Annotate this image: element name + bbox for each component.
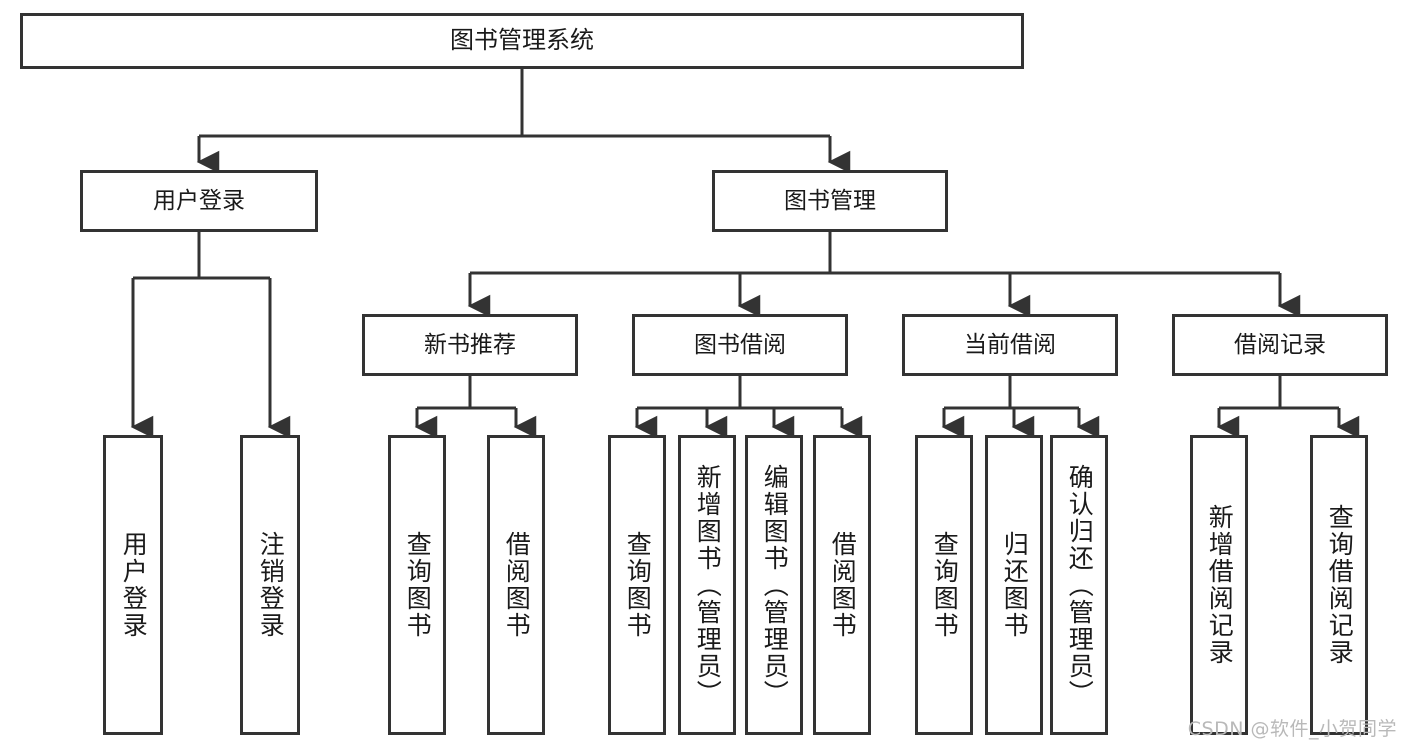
leaf-edit-book-admin[interactable]: 编辑图书（管理员）	[745, 435, 803, 735]
leaf-user-login[interactable]: 用户登录	[103, 435, 163, 735]
node-label: 借阅图书	[502, 531, 532, 639]
node-label: 新增借阅记录	[1205, 504, 1235, 666]
node-label: 图书管理	[784, 187, 876, 214]
node-label: 归还图书	[1000, 531, 1030, 639]
node-label: 注销登录	[256, 531, 286, 639]
watermark: CSDN @软件_小贺同学	[1187, 718, 1397, 740]
leaf-borrow-book-newbook[interactable]: 借阅图书	[487, 435, 545, 735]
node-label: 借阅记录	[1234, 331, 1326, 358]
node-label: 当前借阅	[964, 331, 1056, 358]
leaf-borrow-book[interactable]: 借阅图书	[813, 435, 871, 735]
node-label: 查询借阅记录	[1325, 504, 1355, 666]
node-root-book-management-system[interactable]: 图书管理系统	[20, 13, 1024, 69]
leaf-add-borrow-record[interactable]: 新增借阅记录	[1190, 435, 1248, 735]
leaf-confirm-return-admin[interactable]: 确认归还（管理员）	[1050, 435, 1108, 735]
node-book-borrow[interactable]: 图书借阅	[632, 314, 848, 376]
leaf-return-book[interactable]: 归还图书	[985, 435, 1043, 735]
node-borrow-record[interactable]: 借阅记录	[1172, 314, 1388, 376]
node-label: 确认归还（管理员）	[1065, 463, 1095, 707]
node-label: 新书推荐	[424, 331, 516, 358]
node-label: 用户登录	[119, 531, 149, 639]
node-label: 查询图书	[930, 531, 960, 639]
node-label: 图书管理系统	[450, 26, 594, 55]
node-current-borrow[interactable]: 当前借阅	[902, 314, 1118, 376]
leaf-query-book-borrow[interactable]: 查询图书	[608, 435, 666, 735]
leaf-query-book-current[interactable]: 查询图书	[915, 435, 973, 735]
leaf-logout[interactable]: 注销登录	[240, 435, 300, 735]
node-new-book-recommend[interactable]: 新书推荐	[362, 314, 578, 376]
node-label: 图书借阅	[694, 331, 786, 358]
node-book-management[interactable]: 图书管理	[712, 170, 948, 232]
node-label: 编辑图书（管理员）	[760, 463, 790, 707]
leaf-query-borrow-record[interactable]: 查询借阅记录	[1310, 435, 1368, 735]
node-label: 查询图书	[403, 531, 433, 639]
leaf-query-book-newbook[interactable]: 查询图书	[388, 435, 446, 735]
node-label: 借阅图书	[828, 531, 858, 639]
node-label: 查询图书	[623, 531, 653, 639]
node-label: 新增图书（管理员）	[693, 463, 723, 707]
node-label: 用户登录	[153, 187, 245, 214]
leaf-add-book-admin[interactable]: 新增图书（管理员）	[678, 435, 736, 735]
node-user-login[interactable]: 用户登录	[80, 170, 318, 232]
